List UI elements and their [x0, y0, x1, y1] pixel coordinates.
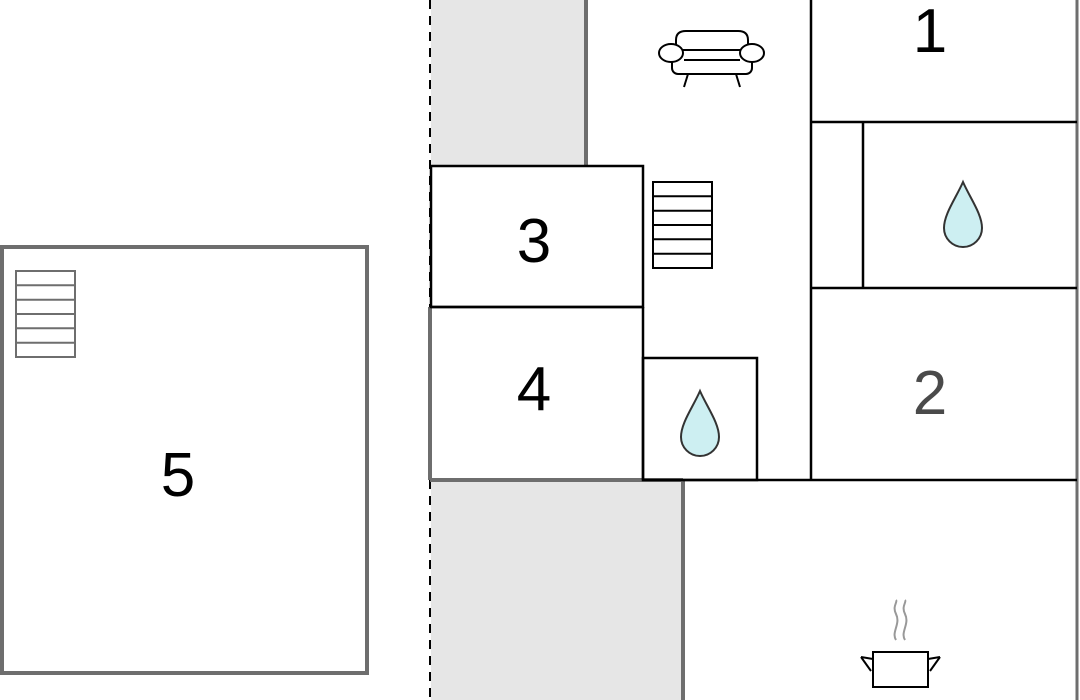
annex-stairs-icon: [15, 270, 76, 358]
cooking-pot-icon: [860, 599, 941, 688]
corridor-lower: [431, 481, 683, 700]
main-building-walls: [429, 0, 1077, 482]
room-label-4: 4: [517, 355, 551, 424]
corridor-upper: [431, 0, 586, 165]
room-label-3: 3: [517, 207, 551, 276]
room-label-5: 5: [161, 441, 195, 510]
water-drop-icon: [942, 179, 984, 248]
room-label-1: 1: [913, 0, 947, 66]
stairs-icon: [652, 181, 713, 269]
water-drop-icon-small-bath: [679, 388, 721, 457]
annex-building-walls: [0, 245, 369, 675]
room-label-2: 2: [913, 359, 947, 428]
sofa-icon: [658, 30, 765, 88]
